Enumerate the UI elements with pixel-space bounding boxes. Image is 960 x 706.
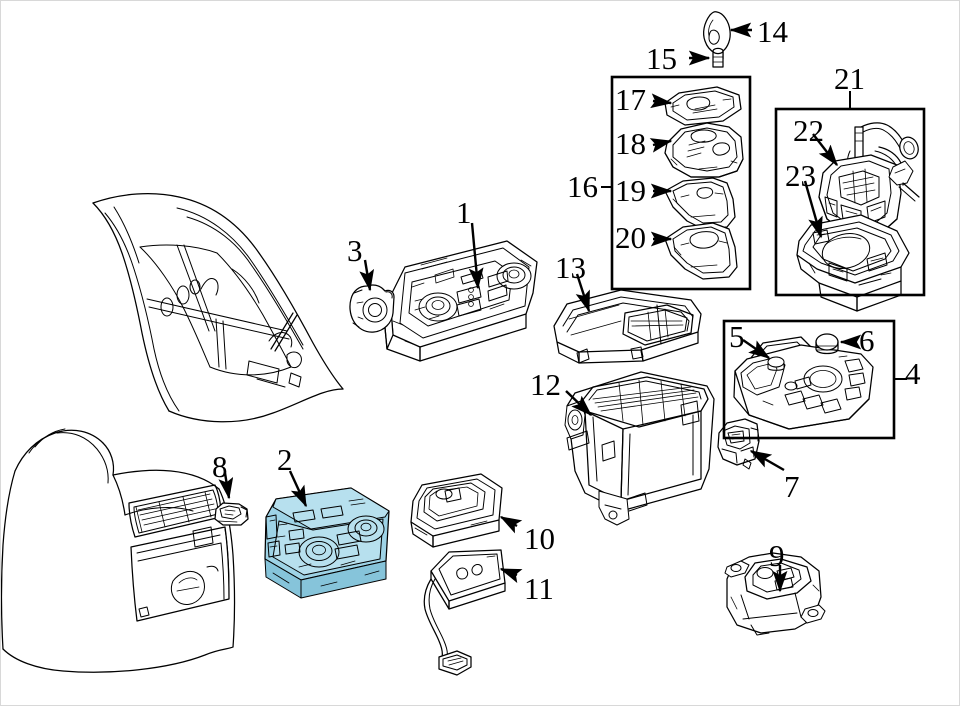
leader-1 [468,222,484,290]
callout-label-5: 5 [729,319,745,354]
part-13-rear-air-vent-assembly[interactable] [553,289,702,364]
leader-5 [742,339,771,359]
leader-3 [359,259,375,292]
part-9-console-switch-module[interactable] [724,552,826,636]
leader-22 [812,133,838,167]
part-12-center-console-frame[interactable] [564,371,715,526]
callout-label-16: 16 [567,169,598,204]
callout-label-18: 18 [615,126,646,161]
part-7-console-bracket-latch[interactable] [717,418,760,470]
callout-label-11: 11 [524,571,554,606]
callout-label-3: 3 [347,233,363,268]
callout-label-12: 12 [530,367,561,402]
callout-label-20: 20 [615,220,646,255]
part-5-console-button-cap[interactable] [767,356,785,371]
part-15-shift-knob-bushing[interactable] [712,47,724,68]
leader-13 [575,273,591,313]
callout-label-8: 8 [212,449,228,484]
part-6-console-knob[interactable] [815,333,839,355]
callout-label-23: 23 [785,158,816,193]
part-17-shift-bezel-plate[interactable] [664,86,742,126]
callout-label-22: 22 [793,113,824,148]
part-2-rear-climate-control-panel[interactable] [264,487,390,599]
callout-label-15: 15 [646,41,677,76]
leader-11 [499,567,523,584]
callout-label-1: 1 [456,195,472,230]
callout-label-21: 21 [834,61,865,96]
console-tunnel-outline [92,193,344,423]
part-3-blower-actuator-motor[interactable] [349,284,395,333]
callout-label-10: 10 [524,521,555,556]
part-19-console-trim-panel[interactable] [664,177,736,230]
part-23-shifter-base-housing[interactable] [796,214,910,312]
callout-label-2: 2 [277,442,293,477]
part-14-shift-knob[interactable] [703,11,731,60]
leader-12 [565,390,593,416]
rear-seat-vent-outline [1,428,236,673]
callout-label-13: 13 [555,250,586,285]
part-1-front-climate-control-panel[interactable] [383,240,538,362]
leader-18 [649,138,673,153]
callout-label-6: 6 [859,323,875,358]
callout-label-14: 14 [757,14,788,49]
callout-label-4: 4 [905,356,921,391]
part-20-console-trim-lower[interactable] [664,222,738,280]
leader-10 [499,515,523,534]
part-18-shift-surround-cover[interactable] [664,122,744,178]
part-8-small-clip[interactable] [214,502,249,526]
leader-23 [803,180,823,239]
part-10-console-storage-lid[interactable] [410,473,503,548]
group-16-box [610,75,752,291]
callout-label-9: 9 [769,538,785,573]
part-22-shifter-mechanism[interactable] [818,122,921,236]
part-11-console-tray-with-harness[interactable] [423,549,506,676]
callout-label-7: 7 [784,469,800,504]
callout-label-19: 19 [615,173,646,208]
leader-8 [218,472,234,500]
leader-7 [749,449,785,472]
leader-17 [650,93,673,109]
leader-2 [288,470,308,508]
callout-label-17: 17 [615,82,646,117]
